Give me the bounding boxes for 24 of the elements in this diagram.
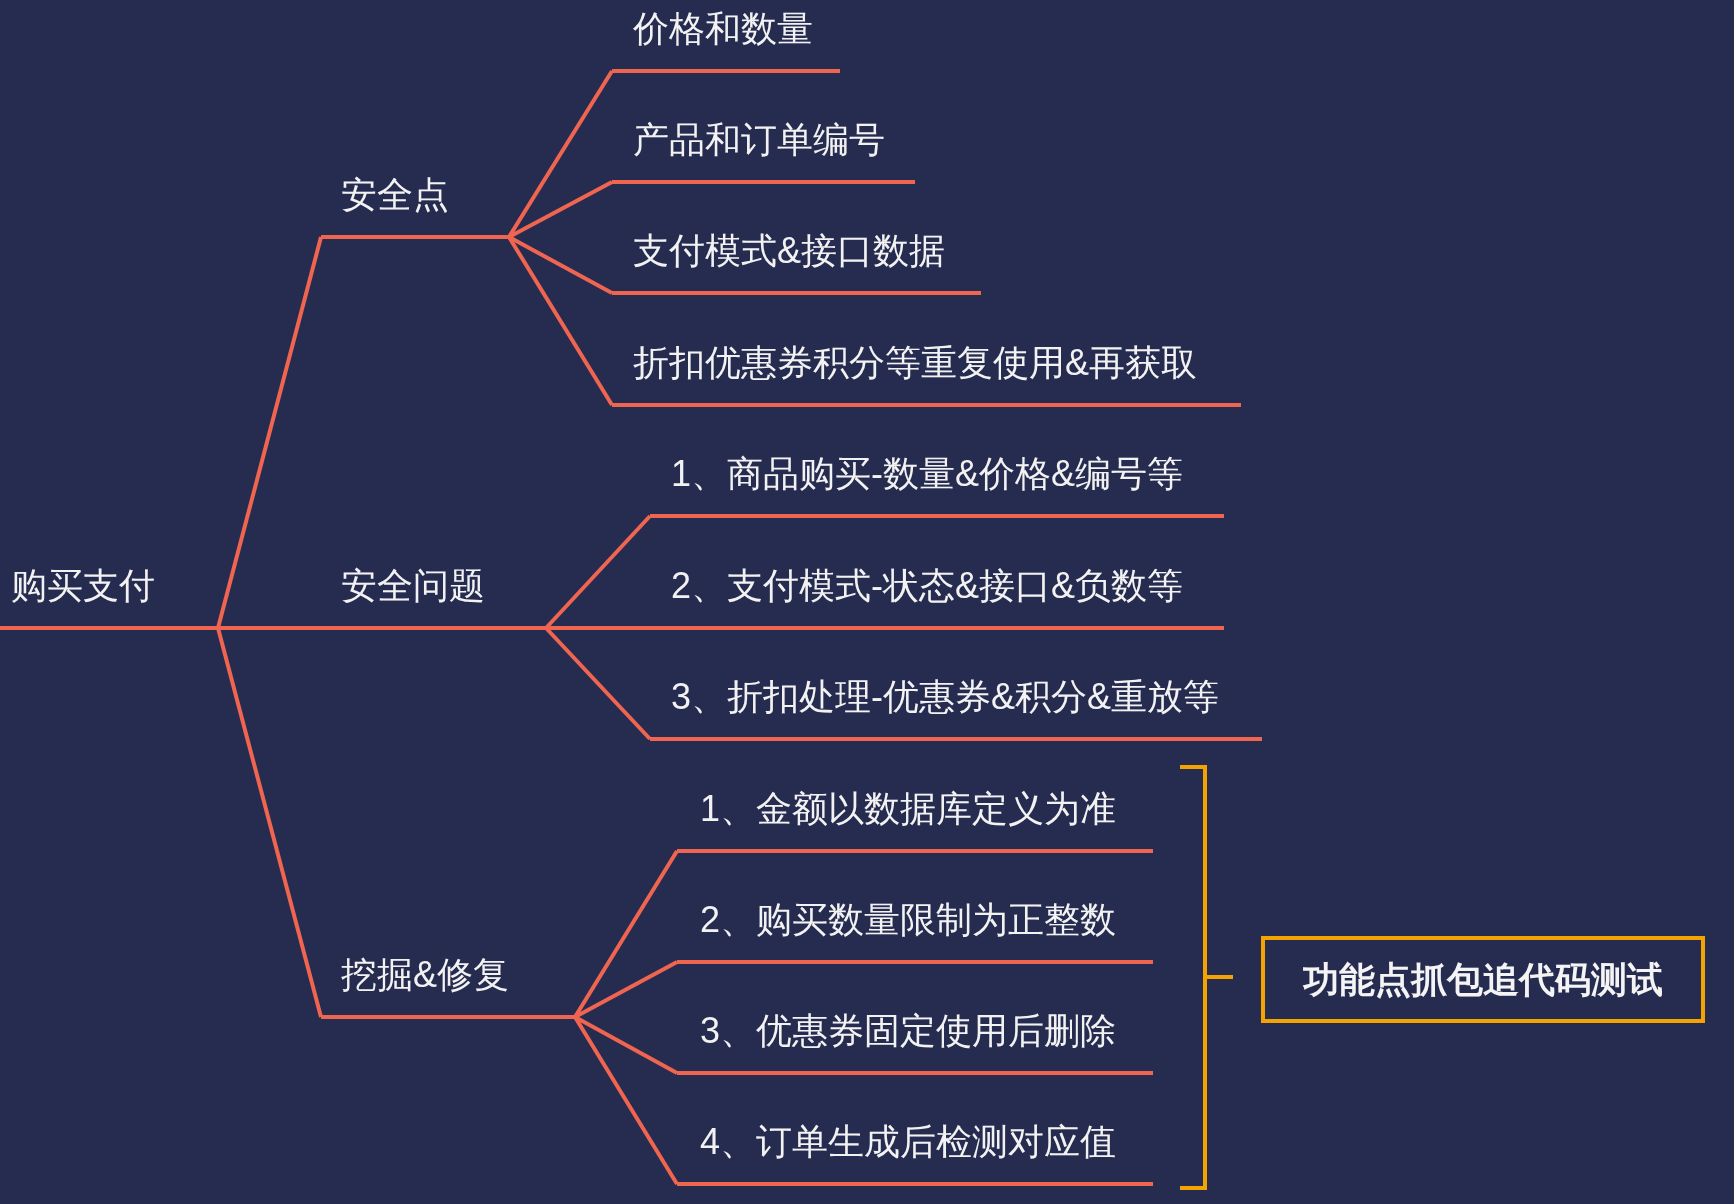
underlined-topic: 挖掘&修复 [321,955,575,1019]
underlined-topic: 4、订单生成后检测对应值 [677,1122,1153,1186]
underlined-topic: 安全点 [321,175,509,239]
summary-box: 功能点抓包追代码测试 [1261,936,1705,1023]
underlined-topic: 1、商品购买-数量&价格&编号等 [650,454,1224,518]
connector-line [546,626,650,630]
underlined-topic: 1、金额以数据库定义为准 [677,789,1153,853]
underlined-topic: 价格和数量 [612,9,840,73]
connector-line [508,235,613,295]
underlined-topic: 产品和订单编号 [612,120,915,184]
underlined-topic: 支付模式&接口数据 [612,231,981,295]
connector-line [508,180,613,239]
connector-line [216,236,323,629]
connector-line [218,626,321,630]
underlined-topic: 3、折扣处理-优惠券&积分&重放等 [650,677,1262,741]
connector-line [574,1015,678,1075]
connector-line [216,627,323,1018]
connector-line [574,960,678,1019]
underlined-topic: 2、支付模式-状态&接口&负数等 [650,566,1224,630]
underlined-topic: 3、优惠券固定使用后删除 [677,1011,1153,1075]
underlined-topic: 购买支付 [0,566,218,630]
underlined-topic: 2、购买数量限制为正整数 [677,900,1153,964]
underlined-topic: 安全问题 [321,566,546,630]
underlined-topic: 折扣优惠券积分等重复使用&再获取 [612,343,1241,407]
